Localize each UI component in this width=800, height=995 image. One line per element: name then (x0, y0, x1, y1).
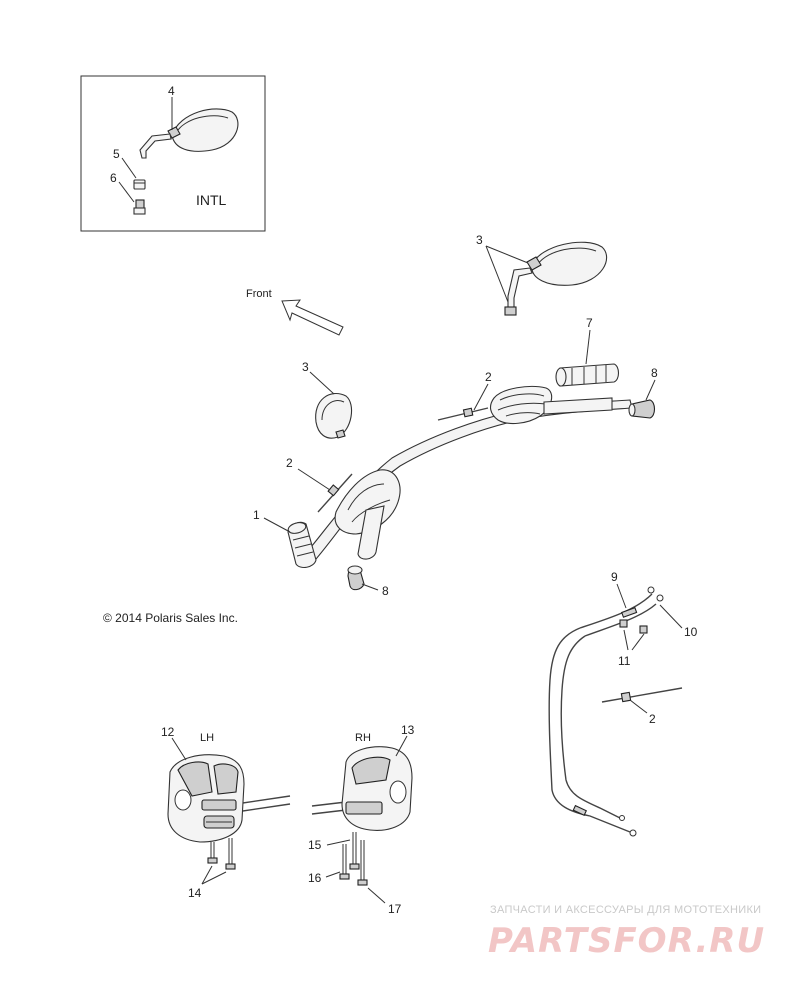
callout-14: 14 (188, 886, 202, 900)
cable-tie-left-icon (317, 473, 353, 513)
callout-17: 17 (388, 902, 402, 916)
callout-7: 7 (586, 316, 593, 330)
callout-3-left: 3 (302, 360, 309, 374)
front-label: Front (246, 288, 272, 300)
bar-end-left-icon (347, 565, 365, 591)
switch-rh-icon (311, 746, 413, 831)
callout-2-upper: 2 (485, 370, 492, 384)
inset-frame (80, 75, 266, 232)
watermark: ЗАПЧАСТИ И АКСЕССУАРЫ ДЛЯ МОТОТЕХНИКИ PA… (488, 904, 765, 961)
screw-16-icon (339, 844, 350, 880)
throttle-cables-icon (548, 586, 664, 837)
inset-nut-icon (133, 179, 146, 190)
switch-lh-icon (167, 754, 291, 843)
inset-label: INTL (196, 192, 227, 208)
screw-15-icon (349, 832, 360, 870)
callout-5: 5 (113, 147, 120, 161)
callout-6: 6 (110, 171, 117, 185)
watermark-brand: PARTSFOR.RU (488, 921, 765, 961)
watermark-tagline: ЗАПЧАСТИ И АКСЕССУАРЫ ДЛЯ МОТОТЕХНИКИ (490, 904, 761, 916)
inset-mirror-icon (139, 108, 239, 159)
screw-17-icon (357, 840, 368, 886)
callout-8-left: 8 (382, 584, 389, 598)
callout-2-lower: 2 (649, 712, 656, 726)
callout-3-top: 3 (476, 233, 483, 247)
callout-8-right: 8 (651, 366, 658, 380)
callout-12: 12 (161, 725, 175, 739)
front-arrow-icon (281, 299, 344, 336)
grip-left-icon (287, 521, 317, 569)
cable-tie-lower-icon (601, 687, 683, 703)
callout-16: 16 (308, 871, 322, 885)
front-arrow: Front (246, 288, 344, 336)
cable-tie-upper-icon (437, 407, 489, 421)
intl-inset: 4 5 6 INTL (80, 75, 266, 232)
copyright: © 2014 Polaris Sales Inc. (103, 611, 238, 625)
mirror-right-icon (504, 241, 608, 316)
callout-10: 10 (684, 625, 698, 639)
callout-4: 4 (168, 84, 175, 98)
grip-right-icon (555, 363, 620, 387)
callout-1: 1 (253, 508, 260, 522)
lh-label: LH (200, 732, 214, 744)
screw-14-icon (207, 838, 236, 870)
bar-end-right-icon (628, 399, 656, 419)
rh-label: RH (355, 732, 371, 744)
callout-13: 13 (401, 723, 415, 737)
handlebar-icon (299, 385, 633, 567)
callout-9: 9 (611, 570, 618, 584)
mirror-left-icon (315, 393, 353, 439)
callout-11: 11 (618, 654, 631, 668)
callout-2-left: 2 (286, 456, 293, 470)
inset-adapter-icon (133, 199, 146, 215)
callout-15: 15 (308, 838, 322, 852)
